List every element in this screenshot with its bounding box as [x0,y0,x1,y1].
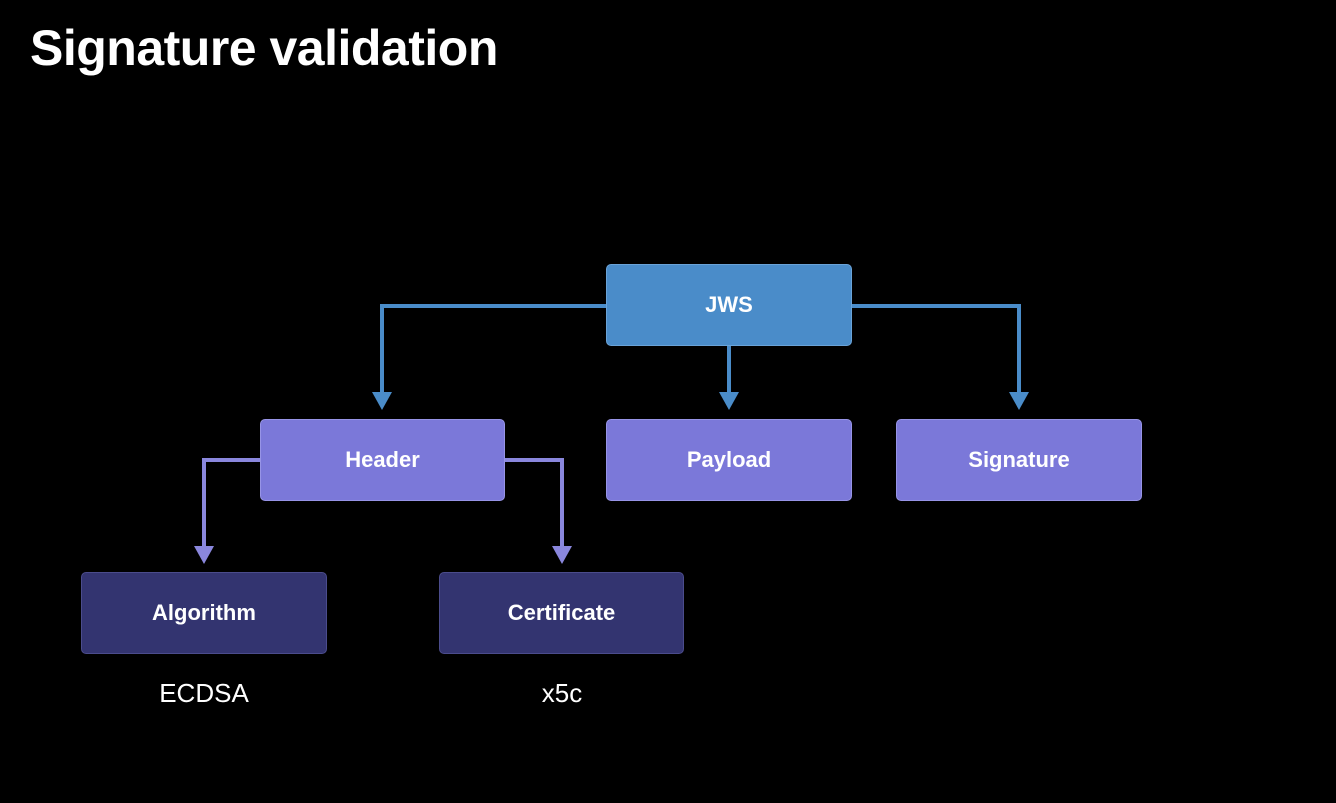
algorithm-value: ECDSA [159,678,249,708]
connector-jws-to-header [380,304,606,396]
header-node: Header [260,419,505,501]
algorithm-node: Algorithm [81,572,327,654]
payload-node-label: Payload [686,447,772,472]
certificate-value: x5c [541,678,583,708]
arrowhead-payload [719,392,739,410]
algorithm-node-label: Algorithm [152,600,256,625]
arrowhead-signature [1009,392,1029,410]
slide-title: Signature validation [30,20,498,76]
jws-node-label: JWS [705,292,753,317]
jws-node: JWS [606,264,852,346]
arrowhead-certificate [552,546,572,564]
signature-node: Signature [896,419,1142,501]
connector-header-to-certificate [505,458,564,550]
certificate-node-label: Certificate [507,600,616,625]
signature-node-label: Signature [968,447,1070,472]
connector-header-to-algorithm [202,458,260,550]
connector-jws-to-signature [852,304,1021,396]
payload-node: Payload [606,419,852,501]
arrowhead-header [372,392,392,410]
header-node-label: Header [345,447,420,472]
certificate-node: Certificate [439,572,684,654]
arrowhead-algorithm [194,546,214,564]
